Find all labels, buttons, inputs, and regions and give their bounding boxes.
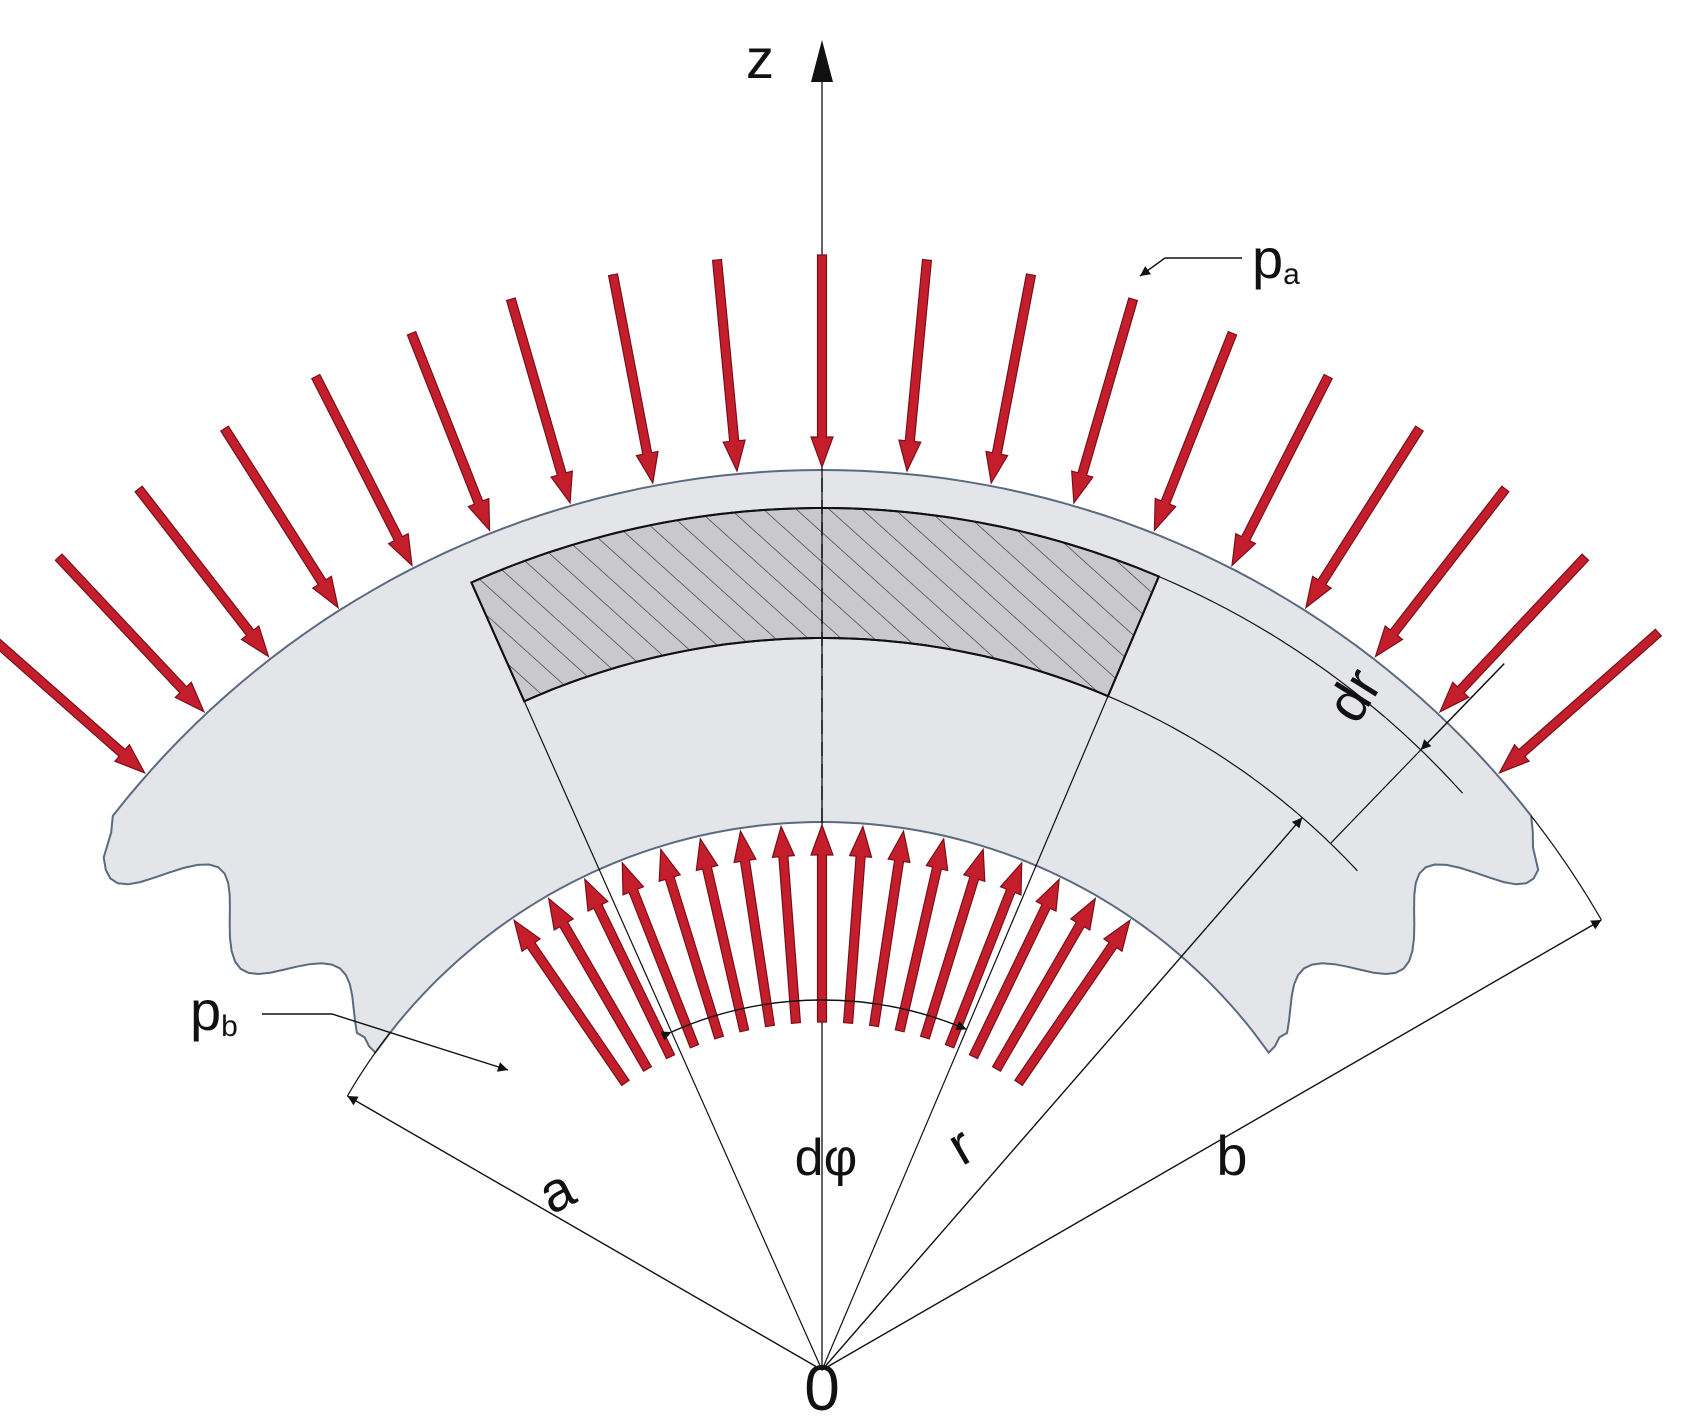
red-arrow-icon: [733, 829, 776, 1028]
outer-pressure-subscript: a: [1283, 258, 1300, 291]
hatched-element: [470, 507, 1161, 703]
element-radius-label: r: [936, 1113, 984, 1177]
red-arrow-icon: [658, 847, 725, 1040]
red-arrow-icon: [310, 373, 413, 567]
inner-pressure-symbol: p: [190, 979, 221, 1042]
inner-pressure-leader: [262, 1013, 509, 1072]
inner-pressure-arrows: [513, 823, 1131, 1087]
element-angle-label: dφ: [795, 1129, 858, 1187]
red-arrow-icon: [134, 485, 270, 658]
red-arrow-icon: [842, 824, 873, 1024]
outer-pressure-leader: [1139, 257, 1242, 277]
z-axis-label: z: [746, 27, 774, 90]
outer-radius-label: b: [1216, 1124, 1247, 1187]
red-arrow-icon: [985, 273, 1037, 485]
red-arrow-icon: [711, 258, 746, 473]
red-arrow-icon: [0, 638, 146, 774]
inner-radius-label: a: [528, 1155, 585, 1226]
red-arrow-icon: [621, 861, 700, 1049]
outer-pressure-arrows: [0, 254, 1663, 774]
red-arrow-icon: [1153, 330, 1238, 533]
outer-pressure-symbol: p: [1252, 227, 1283, 290]
red-arrow-icon: [1014, 918, 1131, 1087]
red-arrow-icon: [810, 254, 834, 469]
outer-element-arc: [1158, 575, 1464, 794]
inner-pressure-subscript: b: [221, 1010, 238, 1043]
red-arrow-icon: [991, 896, 1097, 1073]
red-arrow-icon: [771, 824, 802, 1024]
red-arrow-icon: [219, 425, 340, 610]
red-arrow-icon: [54, 553, 206, 713]
red-arrow-icon: [1304, 425, 1425, 610]
red-arrow-icon: [1498, 628, 1663, 774]
radius-a-dimension: [347, 1095, 823, 1371]
radius-r-dimension: [821, 817, 1303, 1371]
red-arrow-icon: [547, 896, 653, 1073]
red-arrow-icon: [1438, 553, 1590, 713]
element-right-radial-line: [821, 576, 1160, 1371]
red-arrow-icon: [944, 861, 1023, 1049]
red-arrow-icon: [406, 330, 491, 533]
red-arrow-icon: [584, 877, 676, 1060]
z-axis-arrow-icon: [811, 40, 833, 82]
red-arrow-icon: [868, 829, 911, 1028]
radius-a-arc: [346, 1032, 391, 1097]
element-left-radial-line: [470, 582, 823, 1371]
radius-b-dimension: [821, 919, 1602, 1371]
radius-b-arc: [1530, 815, 1602, 921]
origin-label: 0: [804, 1352, 840, 1424]
inner-element-arc: [1107, 695, 1358, 872]
dimension-lines: [262, 257, 1602, 1371]
red-arrow-icon: [505, 297, 573, 505]
red-arrow-icon: [898, 258, 933, 473]
red-arrow-icon: [968, 877, 1060, 1060]
outer-pressure-label: pa: [1252, 227, 1300, 291]
red-arrow-icon: [695, 837, 750, 1033]
red-arrow-icon: [1374, 485, 1510, 658]
red-arrow-icon: [513, 918, 630, 1087]
red-arrow-icon: [607, 273, 659, 485]
red-arrow-icon: [810, 823, 834, 1023]
angle-dphi-dimension: [660, 999, 967, 1041]
thickness-dr-extension: [1330, 663, 1505, 844]
red-arrow-icon: [919, 847, 986, 1040]
red-arrow-icon: [1071, 297, 1139, 505]
inner-pressure-label: pb: [190, 979, 238, 1043]
red-arrow-icon: [1231, 373, 1334, 567]
red-arrow-icon: [894, 837, 949, 1033]
